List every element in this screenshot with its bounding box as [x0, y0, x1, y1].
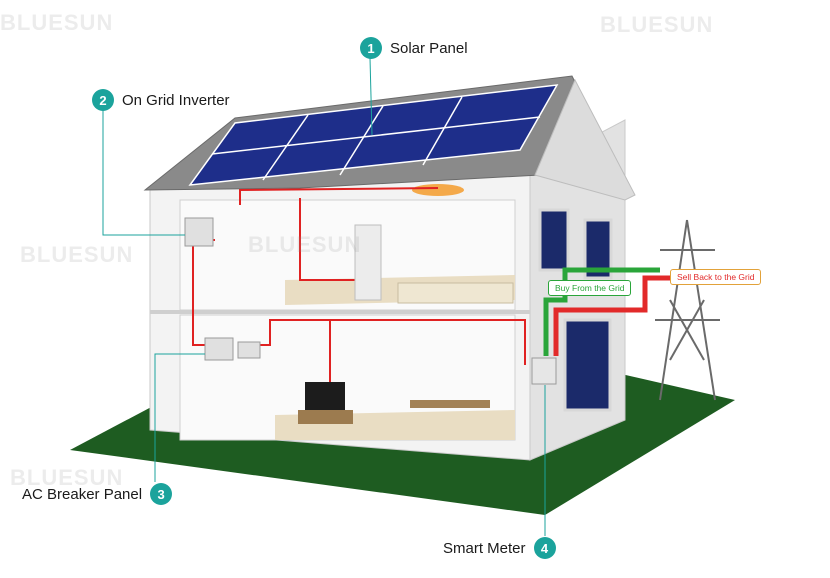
ceiling-lamp	[412, 184, 464, 196]
callout-label: On Grid Inverter	[122, 91, 230, 109]
callout-on-grid-inverter: 2 On Grid Inverter	[92, 89, 230, 111]
tv	[305, 382, 345, 410]
callout-label: AC Breaker Panel	[22, 485, 143, 503]
dining-table	[410, 400, 490, 408]
callout-number: 4	[533, 537, 556, 559]
watermark: BLUESUN	[10, 465, 124, 490]
tv-stand	[298, 410, 353, 424]
ac-breaker-panel	[204, 337, 234, 361]
leader-breaker	[154, 353, 205, 482]
callout-number: 1	[360, 37, 382, 59]
sofa	[397, 282, 514, 304]
callout-ac-breaker-panel: AC Breaker Panel 3	[22, 483, 173, 505]
callout-label: Solar Panel	[390, 39, 468, 57]
callout-number: 3	[150, 483, 173, 505]
leader-solar	[369, 57, 373, 136]
watermark: BLUESUN	[600, 12, 714, 37]
solar-array	[188, 84, 559, 186]
callout-solar-panel: 1 Solar Panel	[360, 37, 468, 59]
window-left	[538, 208, 570, 272]
buy-flow-label: Buy From the Grid	[548, 280, 632, 296]
power-pylon	[655, 219, 720, 401]
callout-smart-meter: Smart Meter 4	[443, 537, 556, 559]
sell-flow-label: Sell Back to the Grid	[670, 269, 762, 285]
switch-box	[237, 341, 261, 359]
glass-door	[563, 318, 612, 412]
callout-label: Smart Meter	[443, 539, 526, 557]
door	[354, 224, 382, 301]
on-grid-inverter	[184, 217, 214, 247]
smart-meter	[531, 357, 557, 385]
leader-inverter	[102, 110, 185, 236]
callout-number: 2	[92, 89, 114, 111]
sell-flow-arrow	[553, 275, 672, 356]
buy-flow-arrow	[543, 267, 660, 356]
roof-gable	[534, 78, 636, 201]
watermark: BLUESUN	[248, 232, 362, 257]
watermark: BLUESUN	[0, 10, 114, 35]
watermark: BLUESUN	[20, 242, 134, 267]
